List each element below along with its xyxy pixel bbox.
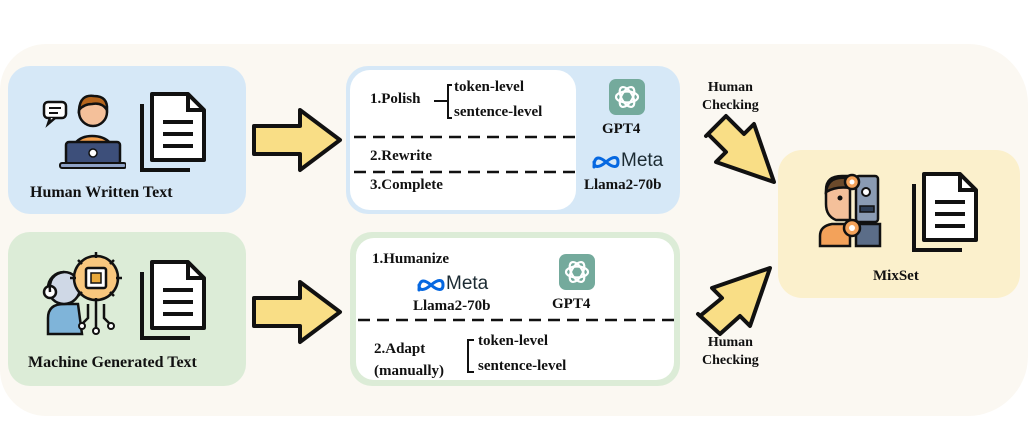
top-gpt4-label: GPT4 — [602, 121, 641, 137]
mixset-label: MixSet — [873, 268, 919, 284]
human-written-box — [8, 66, 246, 214]
polish-label: 1.Polish — [370, 91, 421, 107]
adapt-bracket — [467, 339, 474, 373]
top-meta-label: Meta — [621, 150, 664, 171]
human-written-label: Human Written Text — [30, 184, 173, 201]
meta-logo-icon — [592, 156, 620, 169]
document-icon — [140, 260, 206, 340]
top-operations-inner — [350, 70, 576, 210]
adapt-token-level: token-level — [478, 333, 548, 349]
machine-generated-label: Machine Generated Text — [28, 354, 197, 371]
polish-token-level: token-level — [454, 79, 524, 95]
bottom-human-checking-label: Human Checking — [702, 335, 759, 368]
top-human-checking-label: Human Checking — [702, 80, 759, 113]
bottom-meta-label: Meta — [446, 273, 489, 294]
top-input-arrow — [252, 108, 342, 172]
bottom-llama-label: Llama2-70b — [413, 298, 491, 314]
document-icon — [140, 92, 206, 172]
person-laptop-icon — [42, 94, 126, 169]
top-checking-arrow — [704, 114, 776, 184]
openai-logo-icon — [609, 79, 645, 115]
openai-logo-icon — [559, 254, 595, 290]
bottom-checking-arrow — [696, 266, 772, 336]
adapt-sentence-level: sentence-level — [478, 358, 567, 374]
human-robot-face-icon — [818, 173, 882, 248]
meta-logo-icon — [417, 279, 445, 292]
top-llama-label: Llama2-70b — [584, 177, 662, 193]
mixset-box — [778, 150, 1020, 298]
bottom-input-arrow — [252, 280, 342, 344]
ai-head-icon — [42, 252, 122, 336]
machine-generated-box — [8, 232, 246, 386]
complete-label: 3.Complete — [370, 177, 443, 193]
polish-bracket — [434, 84, 452, 119]
rewrite-label: 2.Rewrite — [370, 148, 433, 164]
polish-sentence-level: sentence-level — [454, 104, 543, 120]
bottom-operations-inner — [356, 238, 674, 380]
bottom-gpt4-label: GPT4 — [552, 296, 591, 312]
humanize-label: 1.Humanize — [372, 251, 450, 267]
document-icon — [912, 172, 978, 252]
manually-label: (manually) — [374, 363, 445, 379]
adapt-label: 2.Adapt — [374, 341, 426, 357]
